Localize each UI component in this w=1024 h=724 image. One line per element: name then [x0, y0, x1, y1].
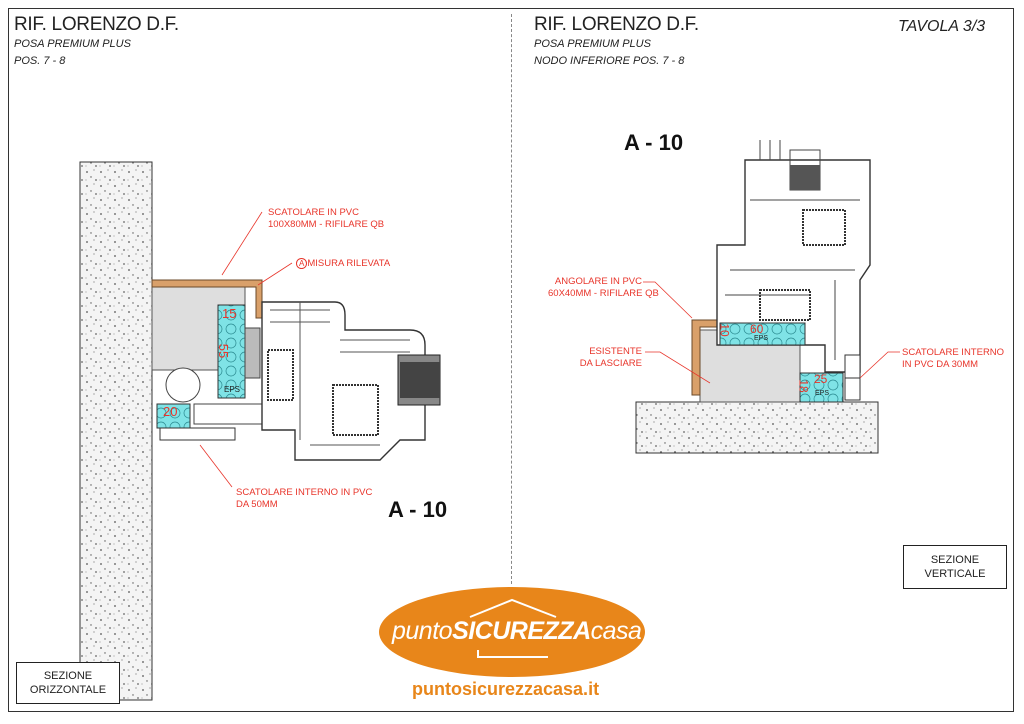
window-frame-profile — [261, 301, 426, 461]
dim-25: 25 — [814, 372, 828, 386]
horizontal-section-drawing — [79, 161, 441, 701]
logo-url[interactable]: puntosicurezzacasa.it — [412, 679, 600, 699]
wall — [79, 161, 153, 701]
logo-wordmark: puntoSICUREZZAcasa — [392, 617, 642, 645]
dim-15: 15 — [222, 306, 237, 321]
sill — [635, 401, 879, 454]
right-position: NODO INFERIORE POS. 7 - 8 — [534, 55, 685, 67]
left-section-code: A - 10 — [388, 497, 448, 522]
eps-small — [799, 372, 844, 403]
eps-insulation — [217, 304, 246, 399]
misura-symbol: A — [296, 258, 308, 269]
eps-insulation — [719, 322, 806, 346]
left-position: POS. 7 - 8 — [14, 55, 66, 67]
pvc-box-profile — [151, 279, 263, 319]
eps-label-small: EPS — [815, 390, 830, 397]
vertical-section-drawing — [635, 140, 900, 454]
center-divider — [511, 14, 512, 584]
sheet-number: TAVOLA 3/3 — [898, 18, 986, 35]
window-frame-profile — [716, 159, 871, 373]
dim-18: 18 — [796, 379, 811, 393]
eps-label: EPS — [754, 335, 769, 342]
dim-20: 20 — [163, 404, 178, 419]
left-subtitle: POSA PREMIUM PLUS — [14, 38, 131, 50]
dim-55: 55 — [216, 343, 232, 359]
brand-logo — [379, 587, 645, 677]
right-section-code: A - 10 — [624, 130, 684, 155]
right-title: RIF. LORENZO D.F. — [534, 14, 699, 35]
inner-pvc-box — [159, 427, 236, 441]
dim-10: 10 — [717, 323, 732, 337]
dim-60: 60 — [750, 322, 764, 336]
right-subtitle: POSA PREMIUM PLUS — [534, 38, 651, 50]
left-title: RIF. LORENZO D.F. — [14, 14, 179, 35]
drawing-frame — [8, 8, 1014, 712]
eps-label: EPS — [224, 385, 241, 394]
eps-small — [156, 403, 191, 429]
